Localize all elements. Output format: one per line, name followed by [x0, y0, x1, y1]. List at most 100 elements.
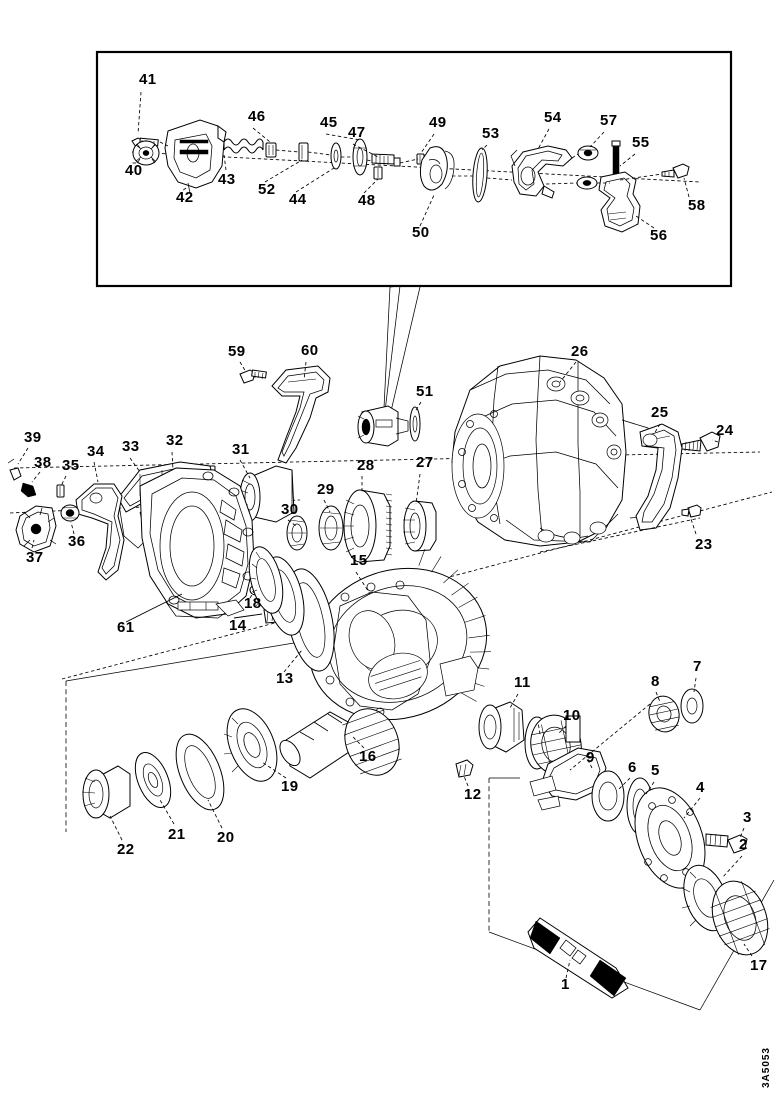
callout-31: 31 [232, 441, 250, 458]
callout-34: 34 [87, 443, 105, 460]
part-46-roller [265, 142, 277, 158]
callout-61: 61 [117, 619, 135, 636]
callout-58: 58 [688, 197, 706, 214]
part-12-pin [455, 759, 474, 778]
callout-3: 3 [743, 809, 752, 826]
part-28-ring-gear-drive [343, 489, 393, 563]
part-22-pinion-bearing-front [81, 765, 131, 819]
callout-41: 41 [139, 71, 157, 88]
callout-51: 51 [416, 383, 434, 400]
callout-11: 11 [514, 674, 531, 691]
callout-46: 46 [248, 108, 266, 125]
callout-4: 4 [696, 779, 705, 796]
part-51-washer-c [409, 406, 421, 442]
part-19-pinion-bearing [223, 708, 278, 782]
part-16-drive-pinion [279, 708, 402, 779]
callout-13: 13 [276, 670, 294, 687]
callout-9: 9 [586, 749, 595, 766]
callout-28: 28 [357, 457, 375, 474]
part-3-bolt [705, 833, 748, 854]
callout-30: 30 [281, 501, 299, 518]
callout-45: 45 [320, 114, 338, 131]
inset-contents [131, 91, 701, 233]
callout-39: 39 [24, 429, 42, 446]
part-61-carrier-housing [139, 467, 255, 619]
part-59-bolt-d [239, 369, 267, 384]
callout-14: 14 [229, 617, 247, 634]
part-20-shim-spacer [175, 733, 225, 811]
callout-49: 49 [429, 114, 447, 131]
part-30-bushing [286, 515, 308, 551]
callout-26: 26 [571, 343, 589, 360]
part-48-collar [373, 166, 383, 180]
callout-22: 22 [117, 841, 135, 858]
callout-57: 57 [600, 112, 618, 129]
callout-27: 27 [416, 454, 434, 471]
inset-frame [95, 50, 733, 288]
callout-40: 40 [125, 162, 143, 179]
callout-8: 8 [651, 673, 660, 690]
callout-60: 60 [301, 342, 319, 359]
part-31-breather-cap [239, 465, 295, 523]
part-hub-gear-mid [357, 405, 409, 447]
section-boundary-left [65, 641, 301, 832]
callout-1: 1 [561, 976, 570, 993]
part-44-thrust-washer [330, 142, 342, 170]
callout-54: 54 [544, 109, 562, 126]
part-21-bearing-race [134, 752, 172, 808]
callout-5a: 5 [651, 762, 660, 779]
part-25-bracket-mount [635, 423, 683, 531]
callout-29: 29 [317, 481, 335, 498]
inset-callout-pointer [382, 285, 421, 429]
part-36-plug-b [60, 504, 80, 522]
part-27-bearing-collar [403, 500, 437, 552]
part-34-shift-fork [75, 483, 125, 581]
callout-10: 10 [563, 707, 581, 724]
part-1-axle-drive-shaft [527, 917, 629, 999]
part-47-sleeve-shaft [371, 153, 401, 167]
part-38-clip [20, 482, 37, 498]
part-23-bolt-short [681, 504, 702, 518]
callout-42: 42 [176, 189, 194, 206]
callout-36: 36 [68, 533, 86, 550]
part-43-spring [223, 138, 264, 154]
callout-37: 37 [26, 549, 44, 566]
callout-21: 21 [168, 826, 186, 843]
part-35-pin-small [56, 484, 65, 498]
callout-15: 15 [350, 552, 368, 569]
leader-lines-main [17, 361, 753, 979]
part-bushing-mid [576, 176, 598, 190]
part-7-washer [680, 688, 704, 724]
part-39-retainer [7, 458, 22, 481]
callout-55: 55 [632, 134, 650, 151]
callout-20: 20 [217, 829, 235, 846]
part-26-axle-housing [451, 355, 663, 547]
part-11-bearing-cone [478, 701, 525, 753]
part-52-bushing-b [298, 142, 309, 162]
part-57-cap-bushing [577, 145, 599, 161]
part-15-differential-case [308, 548, 491, 721]
part-9-knuckle-housing [529, 747, 607, 811]
part-45-gear-wheel [352, 138, 368, 176]
part-50-dust-shield [419, 146, 455, 191]
callout-12: 12 [464, 786, 482, 803]
callout-33: 33 [122, 438, 140, 455]
callout-25: 25 [651, 404, 669, 421]
callout-50: 50 [412, 224, 430, 241]
part-40-flange-yoke [132, 140, 160, 166]
part-bearing-stack-left [248, 546, 305, 636]
callout-32: 32 [166, 432, 184, 449]
callout-52: 52 [258, 181, 276, 198]
callout-59: 59 [228, 343, 246, 360]
part-17-hub-bearing-inner [710, 880, 770, 956]
callout-17: 17 [750, 957, 768, 974]
callout-24: 24 [716, 422, 734, 439]
callout-18: 18 [244, 595, 262, 612]
callout-35: 35 [62, 457, 80, 474]
part-53-oil-seal-c [472, 147, 488, 203]
callout-47: 47 [348, 124, 366, 141]
part-29-spacer-collar [318, 505, 344, 551]
callout-53: 53 [482, 125, 500, 142]
